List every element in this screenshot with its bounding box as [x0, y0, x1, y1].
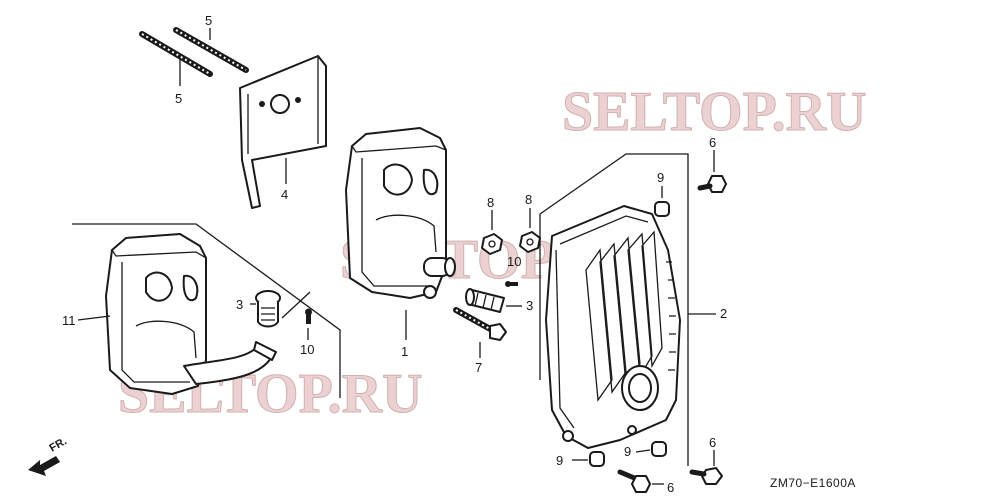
watermark: SELTOP.RU: [562, 81, 867, 143]
collar-top: [654, 201, 670, 217]
collar-bottom-right: [651, 441, 667, 457]
spark-arrester-left: [255, 290, 281, 328]
bolt-top: [697, 175, 727, 193]
callout-bolt-bottom-cut: 6: [667, 480, 674, 495]
drawing-code: ZM70−E1600A: [770, 476, 856, 490]
callout-protector: 2: [720, 306, 727, 321]
callout-heat-shield: 4: [281, 187, 288, 202]
callout-collar-bottom-right: 9: [624, 444, 631, 459]
muffler-alt: [105, 233, 277, 395]
callout-stud-lower: 5: [175, 91, 182, 106]
collar-bottom-left: [589, 451, 605, 467]
bolt-bottom-cut: [617, 469, 651, 493]
callout-nut-left: 8: [487, 195, 494, 210]
callout-bolt-top: 6: [709, 135, 716, 150]
callout-screw-center: 10: [507, 254, 521, 269]
front-direction-arrow: FR.: [28, 435, 69, 476]
callout-nut-right: 8: [525, 192, 532, 207]
callout-bolt-bottom: 6: [709, 435, 716, 450]
callout-screw-left: 10: [300, 342, 314, 357]
flange-nut-right: [519, 231, 541, 253]
callout-muffler-alt: 11: [62, 313, 76, 328]
screw-left: [305, 308, 312, 324]
stud-upper: [173, 27, 249, 73]
callout-collar-top: 9: [657, 170, 664, 185]
stud-lower: [139, 31, 213, 77]
callout-stud-upper: 5: [205, 13, 212, 28]
heat-shield: [239, 55, 327, 209]
callout-collar-bottom-left: 9: [556, 453, 563, 468]
bolt-bottom: [689, 467, 723, 485]
spark-arrester-center: [465, 288, 505, 313]
bolt-long: [453, 307, 507, 341]
direction-label: FR.: [48, 435, 69, 454]
muffler: [345, 127, 456, 299]
flange-nut-left: [481, 233, 503, 255]
callout-arrester-left: 3: [236, 297, 243, 312]
callout-arrester-center: 3: [526, 298, 533, 313]
screw-center: [505, 281, 518, 287]
callout-muffler: 1: [401, 344, 408, 359]
muffler-protector: [545, 205, 681, 449]
protector-vents: [585, 230, 663, 402]
callout-bolt-long: 7: [475, 360, 482, 375]
